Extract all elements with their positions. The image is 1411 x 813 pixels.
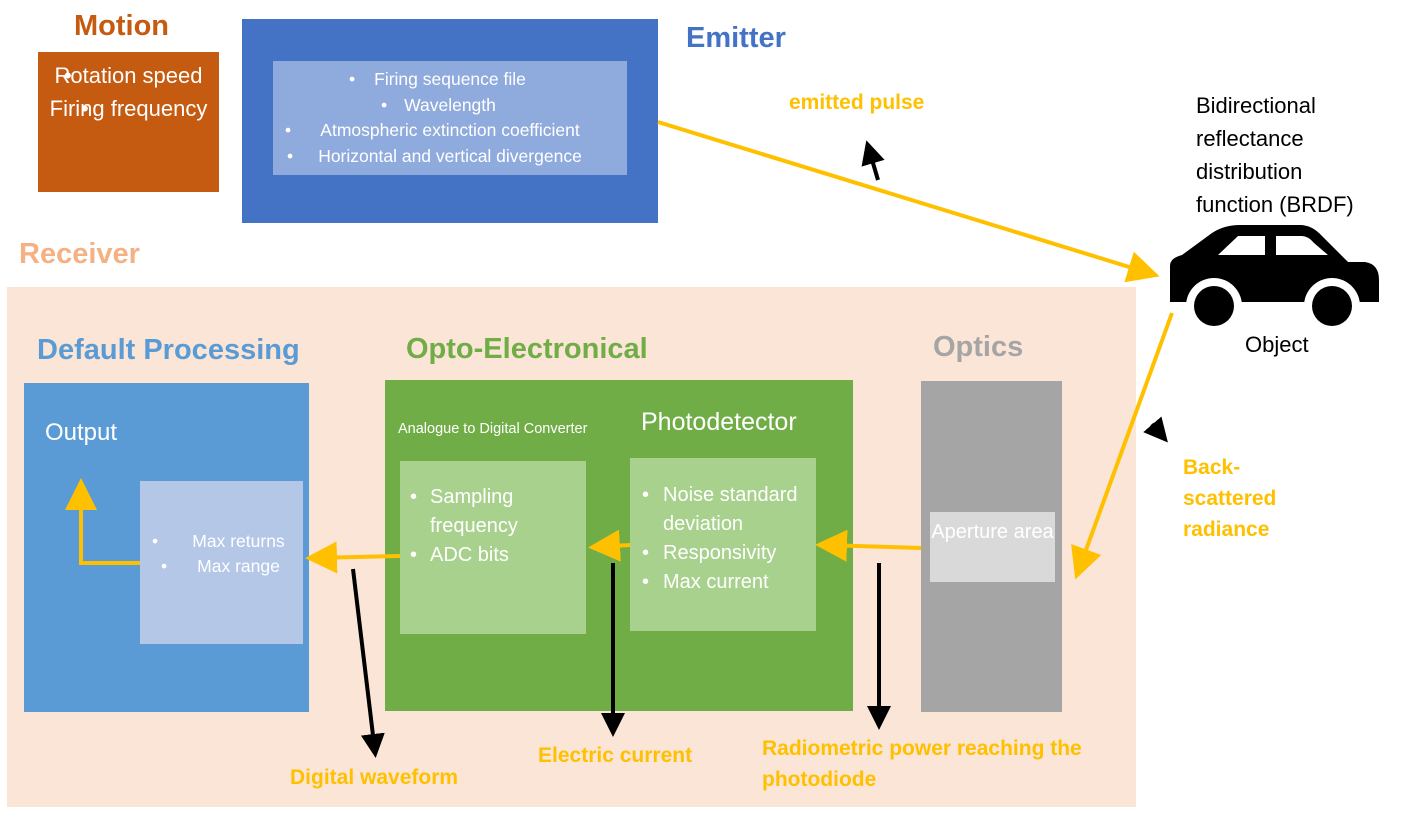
back-scatter-pointer: [1143, 416, 1168, 443]
photodetector-list: Noise standard deviation Responsivity Ma…: [630, 458, 816, 597]
motion-box: Rotation speed Firing frequency: [38, 52, 219, 192]
emitter-title: Emitter: [686, 22, 786, 54]
emitter-item-wavelength: Wavelength: [273, 93, 627, 119]
motion-title: Motion: [74, 10, 170, 42]
motion-item-rotation-speed: Rotation speed: [38, 60, 219, 93]
emitter-params-box: Firing sequence file Wavelength Atmosphe…: [273, 61, 627, 175]
output-label: Output: [45, 419, 118, 446]
processing-item-max-returns: Max returns: [152, 529, 303, 554]
emitter-list: Firing sequence file Wavelength Atmosphe…: [273, 61, 627, 169]
photodetector-item-responsivity: Responsivity: [642, 539, 816, 568]
object-label: Object: [1245, 332, 1309, 357]
adc-list: Sampling frequency ADC bits: [400, 461, 586, 570]
photodetector-item-max-current: Max current: [642, 568, 816, 597]
emitter-item-divergence: Horizontal and vertical divergence: [273, 144, 627, 170]
adc-item-adc-bits: ADC bits: [410, 541, 586, 570]
processing-list: Max returns Max range: [140, 481, 303, 579]
digital-waveform-label: Digital waveform: [290, 766, 459, 789]
radiometric-power-label: Radiometric power reaching the photodiod…: [762, 737, 1082, 791]
photodetector-label: Photodetector: [641, 408, 797, 436]
opto-electronical-title: Opto-Electronical: [406, 333, 648, 365]
motion-item-firing-frequency: Firing frequency: [38, 93, 219, 126]
processing-item-max-range: Max range: [161, 554, 303, 579]
optics-title: Optics: [933, 331, 1024, 363]
photodetector-item-noise: Noise standard deviation: [642, 481, 813, 539]
motion-list: Rotation speed Firing frequency: [38, 52, 219, 125]
emitted-pulse-label: emitted pulse: [789, 91, 925, 114]
photodetector-params-box: Noise standard deviation Responsivity Ma…: [630, 458, 816, 631]
back-scattered-label: Back-scattered radiance: [1183, 456, 1277, 541]
emitted-pulse-pointer: [861, 140, 885, 181]
emitter-item-extinction: Atmospheric extinction coefficient: [273, 118, 627, 144]
processing-params-box: Max returns Max range: [140, 481, 303, 644]
emitted-pulse-arrow: [657, 120, 1160, 283]
default-processing-title: Default Processing: [37, 334, 300, 366]
brdf-label: Bidirectional reflectance distribution f…: [1196, 93, 1354, 217]
emitter-item-firing-sequence: Firing sequence file: [273, 67, 627, 93]
adc-label: Analogue to Digital Converter: [398, 421, 588, 437]
adc-item-sampling-frequency: Sampling frequency: [410, 483, 570, 541]
receiver-title: Receiver: [19, 238, 140, 270]
car-icon: [1170, 225, 1379, 334]
electric-current-label: Electric current: [538, 744, 693, 767]
adc-params-box: Sampling frequency ADC bits: [400, 461, 586, 634]
aperture-area-box: Aperture area: [930, 512, 1055, 582]
